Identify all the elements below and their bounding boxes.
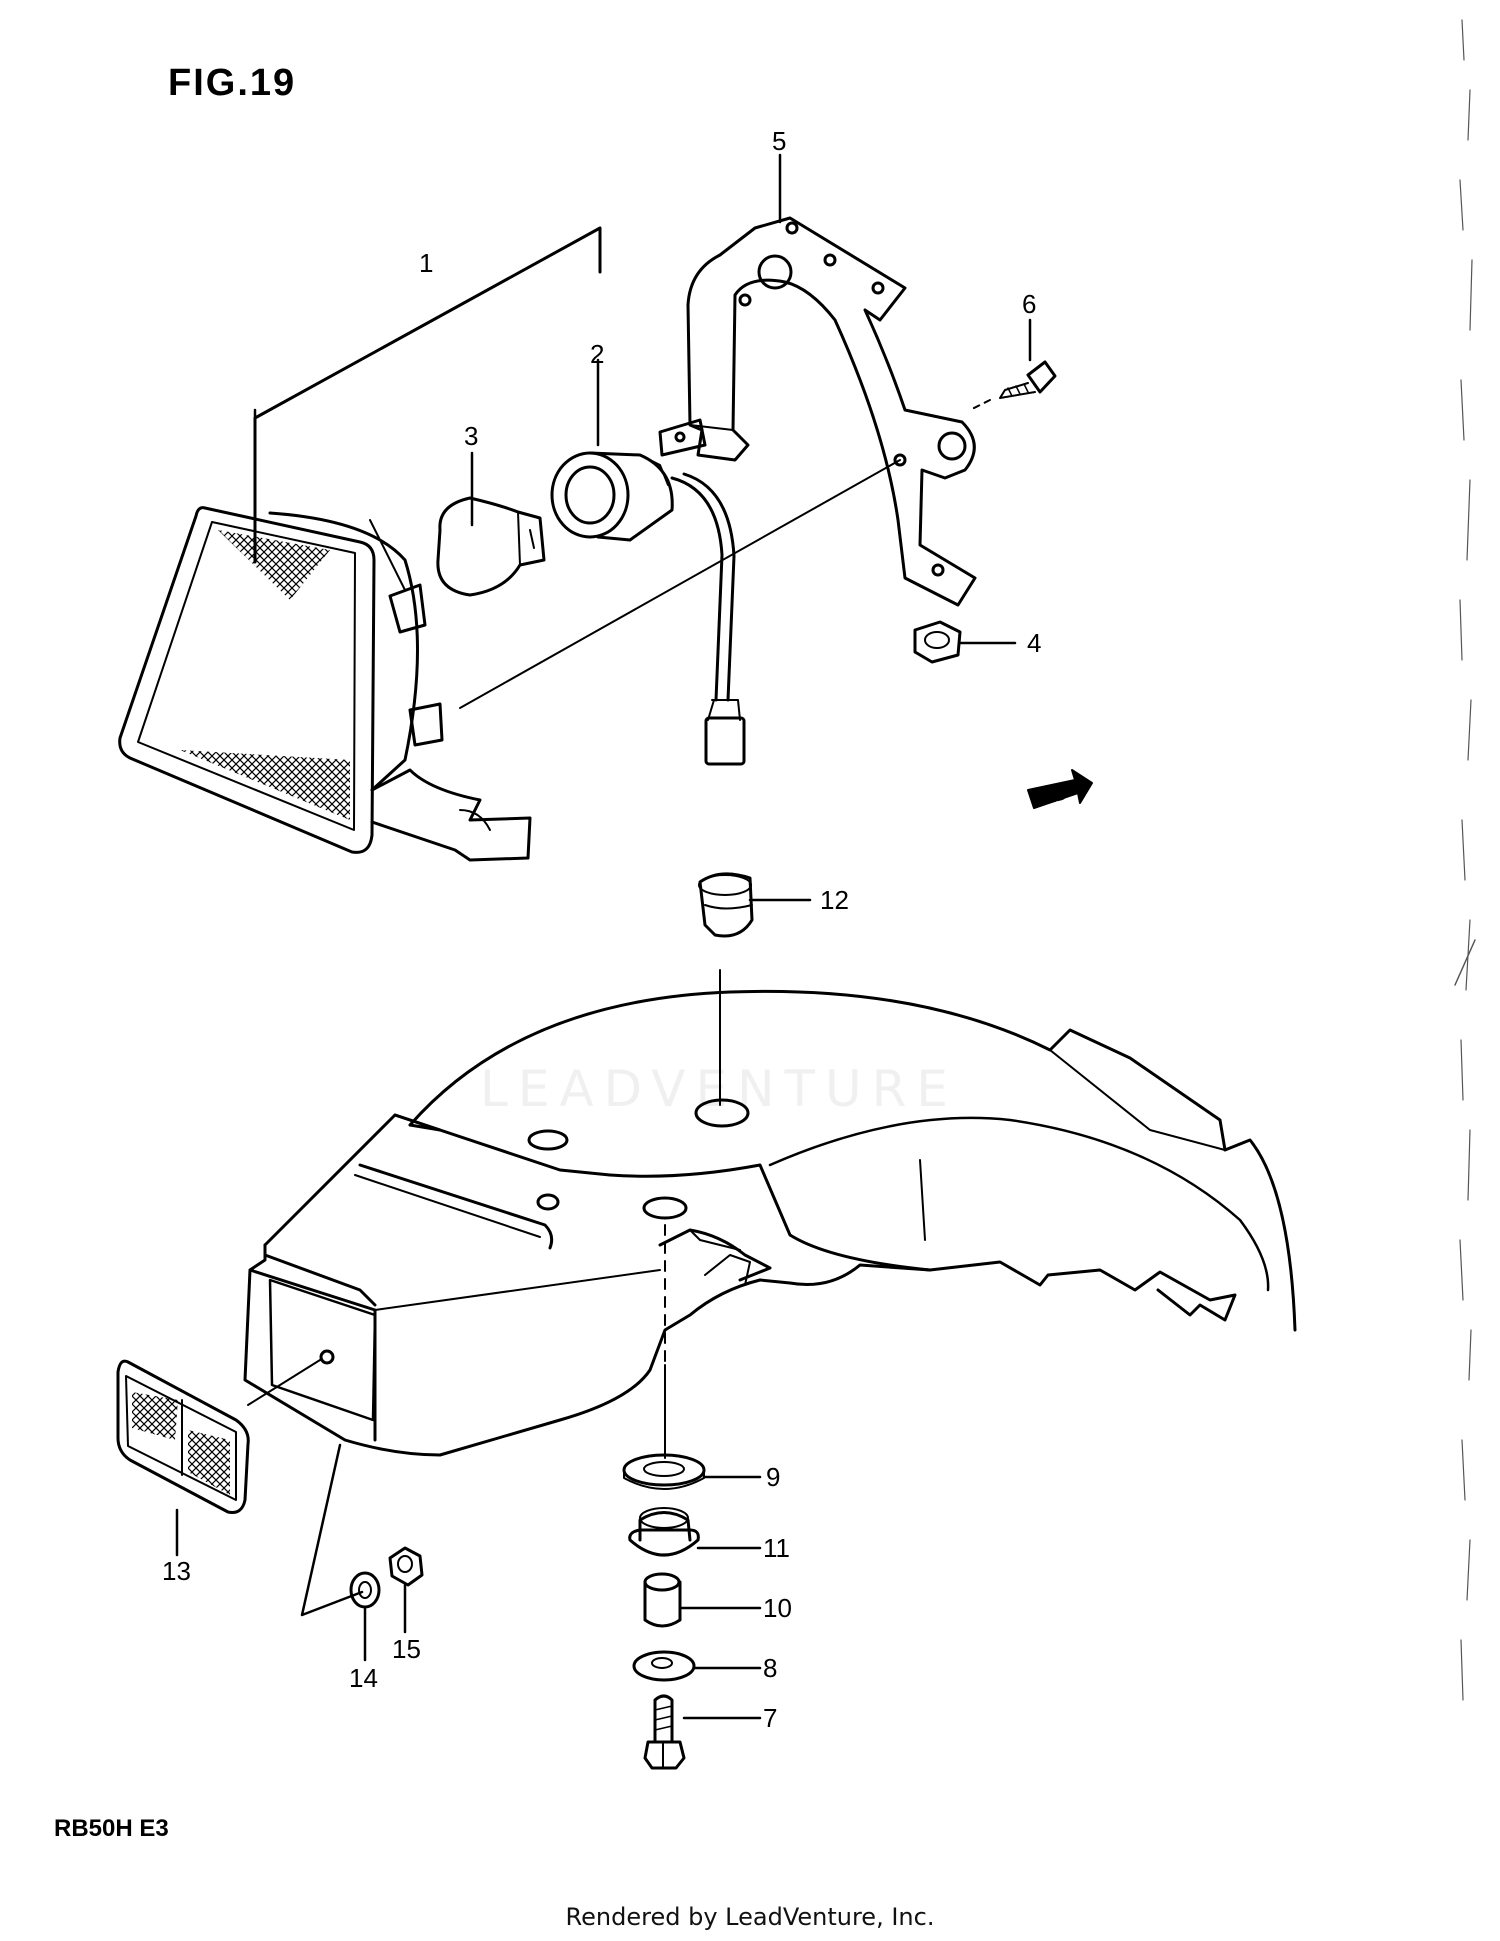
- callout-11: 11: [763, 1533, 790, 1563]
- callout-7: 7: [763, 1703, 777, 1733]
- callout-2: 2: [590, 339, 604, 369]
- rear-fender: [243, 989, 1297, 1457]
- scan-edge-noise: [1454, 19, 1476, 1701]
- nut-part-4: [913, 620, 962, 664]
- callout-bracket-14-15: [300, 1443, 364, 1617]
- lamp-assembly-part-1: [118, 506, 532, 862]
- model-code: RB50H E3: [54, 1815, 169, 1842]
- callout-4: 4: [1027, 628, 1041, 658]
- washer-part-9: [622, 1453, 706, 1490]
- bushing-part-11: [628, 1507, 700, 1557]
- rendered-by-footer: Rendered by LeadVenture, Inc.: [565, 1903, 935, 1931]
- callout-6: 6: [1022, 289, 1036, 319]
- watermark: LEADVENTURE: [480, 1060, 958, 1118]
- callout-bracket-1: [253, 226, 602, 564]
- callout-10: 10: [763, 1593, 792, 1623]
- screw-part-6: [999, 360, 1057, 399]
- washer-part-14: [349, 1571, 381, 1609]
- figure-title: FIG.19: [168, 62, 297, 104]
- callout-5: 5: [772, 126, 786, 156]
- fwd-arrow-icon: [1027, 769, 1093, 809]
- leader-lines: [175, 153, 1032, 1720]
- callout-13: 13: [162, 1556, 191, 1586]
- bracket-part-5: [658, 216, 977, 607]
- callout-8: 8: [763, 1653, 777, 1683]
- nut-part-15: [388, 1546, 424, 1587]
- collar-part-10: [643, 1572, 682, 1628]
- bulb-part-3: [436, 496, 546, 597]
- callout-9: 9: [766, 1462, 780, 1492]
- reflector-part-13: [116, 1359, 250, 1514]
- callout-3: 3: [464, 421, 478, 451]
- center-line: [459, 459, 901, 709]
- callout-15: 15: [392, 1634, 421, 1664]
- callout-1: 1: [419, 248, 433, 278]
- callout-14: 14: [349, 1663, 378, 1693]
- washer-part-8: [632, 1650, 696, 1682]
- bolt-part-7: [643, 1694, 686, 1770]
- plug-part-12: [698, 872, 754, 938]
- socket-part-2: [550, 451, 746, 766]
- callout-12: 12: [820, 885, 849, 915]
